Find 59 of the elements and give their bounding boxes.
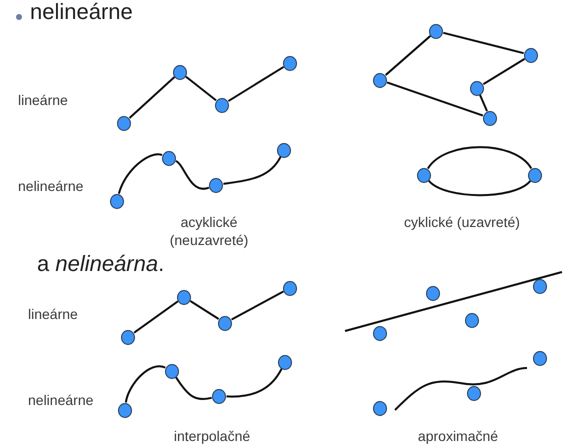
curve-connector <box>226 368 283 398</box>
label-text: a nelineárna. <box>37 250 164 278</box>
point-circle <box>373 72 387 88</box>
point-circle <box>528 168 542 182</box>
line-connector <box>128 76 176 119</box>
point-circle <box>209 178 223 192</box>
curve-connector <box>124 365 166 403</box>
point-circle <box>417 168 431 182</box>
label-text: nelineárne <box>18 178 84 196</box>
point-circle <box>278 354 292 370</box>
point-circle <box>121 330 135 344</box>
label-text: lineárne <box>28 306 78 324</box>
point-circle <box>218 316 232 330</box>
point-circle <box>483 110 497 126</box>
point-circle <box>118 402 132 418</box>
point-circle <box>470 80 484 96</box>
point-circle <box>465 312 479 328</box>
line-connector <box>185 76 217 102</box>
point-circle <box>110 194 124 208</box>
label-text: lineárne <box>18 92 68 110</box>
point-circle <box>173 64 187 80</box>
point-circle <box>165 364 179 378</box>
label-text: aproximačné <box>416 428 500 446</box>
point-circle <box>467 386 481 400</box>
line-connector <box>479 94 488 112</box>
line-connector <box>190 300 220 320</box>
curve-connector <box>118 153 162 194</box>
label-text: nelineárne <box>28 392 94 410</box>
curve-connector <box>223 156 282 185</box>
point-circle <box>177 290 191 304</box>
line-connector <box>228 66 284 102</box>
point-circle <box>426 286 440 300</box>
point-circle <box>533 350 547 366</box>
point-circle <box>117 116 131 130</box>
label-text: cyklické (uzavreté) <box>403 214 521 232</box>
point-circle <box>215 98 229 112</box>
label-text: acyklické (neuzavreté) <box>168 214 250 249</box>
curve-connector <box>427 146 532 170</box>
point-circle <box>162 150 176 166</box>
point-circle <box>212 388 226 404</box>
point-circle <box>533 278 547 294</box>
line-connector <box>231 290 284 320</box>
curve-connector <box>175 376 212 400</box>
line-connector <box>384 35 432 76</box>
line-connector <box>482 58 526 85</box>
point-circle <box>277 142 291 158</box>
point-circle <box>373 326 387 340</box>
line-connector <box>386 82 484 116</box>
curve-connector <box>175 160 210 190</box>
point-circle <box>283 280 297 296</box>
line-connector <box>443 32 524 54</box>
label-text: interpolačné <box>172 428 252 446</box>
label-text: nelineárne <box>30 0 133 26</box>
point-circle <box>524 48 538 62</box>
point-circle <box>373 400 387 416</box>
point-circle <box>283 56 297 70</box>
curve-connector <box>428 180 531 196</box>
line-connector <box>134 300 178 334</box>
point-circle <box>429 24 443 38</box>
